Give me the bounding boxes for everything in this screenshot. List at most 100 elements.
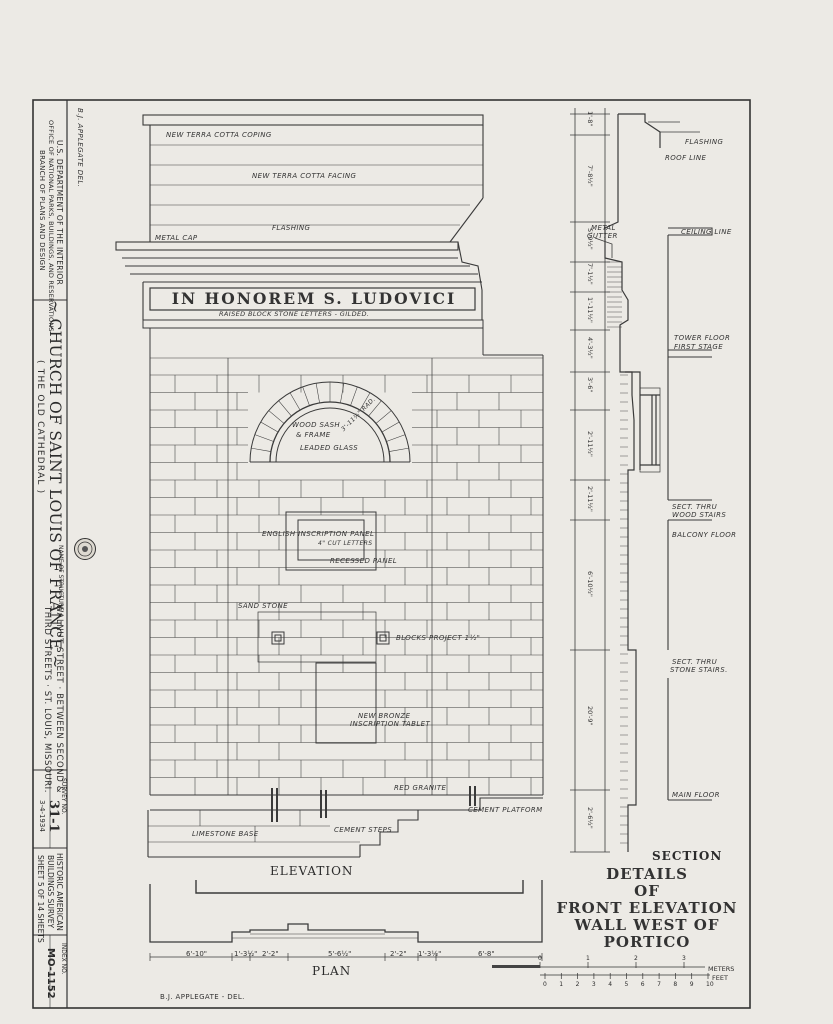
scale-feet-label: FEET bbox=[712, 974, 728, 982]
granite-and-limestone-base bbox=[147, 786, 543, 858]
note-cement-platform: CEMENT PLATFORM bbox=[468, 806, 543, 814]
delineator-bottom: B.J. APPLEGATE - DEL. bbox=[160, 993, 245, 1001]
note-bronze-1: NEW BRONZE bbox=[358, 712, 411, 720]
scale-foot-label: 6 bbox=[640, 981, 645, 988]
section-stone-stairs-2: STONE STAIRS. bbox=[670, 666, 728, 674]
plan-dim-4: 5'-6½" bbox=[328, 950, 352, 958]
arch-voussoir bbox=[350, 386, 358, 406]
note-limestone-base: LIMESTONE BASE bbox=[192, 830, 259, 838]
section-roof-line: ROOF LINE bbox=[665, 154, 707, 162]
habs-seal bbox=[74, 538, 96, 560]
scale-foot-label: 7 bbox=[657, 981, 661, 988]
english-inscription-panel bbox=[285, 511, 377, 571]
scale-meter-label: 1 bbox=[586, 955, 590, 962]
arch-voussoir bbox=[375, 410, 392, 424]
note-cut-letters: 4" CUT LETTERS bbox=[318, 540, 373, 547]
plan-dim-5: 2'-2" bbox=[390, 950, 407, 958]
arch-voussoir bbox=[315, 383, 320, 403]
section-wood-stairs-1: SECT. THRU bbox=[672, 503, 718, 511]
section-metal-gutter-1: METAL bbox=[591, 224, 616, 232]
section-wood-stairs-2: WOOD STAIRS bbox=[672, 511, 727, 519]
scale-foot-label: 5 bbox=[624, 981, 629, 988]
arch-voussoir bbox=[386, 434, 406, 442]
note-english-panel: ENGLISH INSCRIPTION PANEL bbox=[262, 530, 375, 538]
inscription-text: IN HONOREM S. LUDOVICI bbox=[171, 289, 457, 308]
section-wall-profile bbox=[604, 113, 700, 852]
note-red-granite: RED GRANITE bbox=[394, 784, 447, 792]
arch-voussoir bbox=[260, 421, 279, 433]
terra-cotta-coping bbox=[142, 114, 484, 243]
scale-foot-label: 1 bbox=[559, 981, 564, 988]
arch-voussoir bbox=[381, 421, 400, 433]
scale-foot-label: 0 bbox=[543, 981, 547, 988]
note-blocks-project: BLOCKS PROJECT 1½" bbox=[396, 634, 481, 642]
note-recessed-panel: RECESSED PANEL bbox=[330, 557, 398, 565]
sheet-title-line-3: FRONT ELEVATION bbox=[556, 899, 738, 917]
plan-dim-1: 6'-10" bbox=[186, 950, 208, 958]
note-sand-stone: SAND STONE bbox=[238, 602, 288, 610]
section-main-floor: MAIN FLOOR bbox=[672, 791, 720, 799]
note-cement-steps: CEMENT STEPS bbox=[334, 826, 393, 834]
scale-meter-label: 3 bbox=[682, 955, 686, 962]
note-frame: & FRAME bbox=[296, 431, 331, 439]
plan-dim-2: 1'-3½" bbox=[234, 950, 258, 958]
arch-voussoir bbox=[302, 386, 310, 406]
arch-voussoir bbox=[368, 400, 382, 417]
elevation-caption: ELEVATION bbox=[270, 864, 354, 878]
section-caption: SECTION bbox=[652, 849, 723, 863]
arch-voussoir bbox=[278, 400, 292, 417]
arch-voussoir bbox=[251, 447, 271, 452]
inscription-panel bbox=[149, 287, 476, 311]
ashlar-wall bbox=[149, 328, 544, 795]
arch-voussoir bbox=[389, 447, 409, 452]
plan-dim-6: 1'-3½" bbox=[418, 950, 442, 958]
sheet-title: DETAILS OF FRONT ELEVATION WALL WEST OF … bbox=[552, 866, 742, 951]
note-coping: NEW TERRA COTTA COPING bbox=[166, 131, 272, 139]
note-bronze-2: INSCRIPTION TABLET bbox=[350, 720, 431, 728]
scale-foot-label: 8 bbox=[673, 981, 678, 988]
note-metal-cap: METAL CAP bbox=[155, 234, 198, 242]
projecting-blocks bbox=[271, 631, 390, 645]
section-tower-2: FIRST STAGE bbox=[674, 343, 724, 351]
note-facing: NEW TERRA COTTA FACING bbox=[252, 172, 357, 180]
plan-dim-3: 2'-2" bbox=[262, 950, 279, 958]
arch-voussoir bbox=[268, 410, 285, 424]
plan-dim-7: 6'-8" bbox=[478, 950, 495, 958]
arch-voussoirs bbox=[250, 382, 410, 463]
sheet-title-line-5: PORTICO bbox=[603, 933, 691, 951]
floor-lines bbox=[667, 227, 713, 801]
sheet-title-line-2: OF bbox=[634, 882, 660, 900]
note-letters: RAISED BLOCK STONE LETTERS - GILDED. bbox=[219, 310, 370, 318]
cornice bbox=[115, 241, 483, 320]
scale-foot-label: 10 bbox=[706, 981, 714, 988]
note-flashing: FLASHING bbox=[272, 224, 311, 232]
scale-foot-label: 3 bbox=[591, 981, 596, 988]
arch-voussoir bbox=[359, 392, 371, 411]
sheet-title-line-1: DETAILS bbox=[606, 865, 688, 883]
sheet-title-line-4: WALL WEST OF bbox=[574, 916, 720, 934]
bronze-tablet bbox=[315, 662, 377, 744]
section-stone-stairs-1: SECT. THRU bbox=[672, 658, 718, 666]
section-tower-1: TOWER FLOOR bbox=[674, 334, 731, 342]
scale-meter-label: 0 bbox=[538, 955, 542, 962]
section-metal-gutter-2: GUTTER bbox=[587, 232, 618, 240]
note-leaded-glass: LEADED GLASS bbox=[300, 444, 359, 452]
section-ceiling-line: CEILING LINE bbox=[681, 228, 732, 236]
section-flashing: FLASHING bbox=[685, 138, 724, 146]
plan-caption: PLAN bbox=[312, 964, 352, 978]
scale-meter-label: 2 bbox=[634, 955, 638, 962]
scale-foot-label: 2 bbox=[575, 981, 580, 988]
vertical-dimension-line bbox=[570, 108, 610, 853]
note-wood-sash: WOOD SASH bbox=[292, 421, 341, 429]
section-balcony-floor: BALCONY FLOOR bbox=[672, 531, 737, 539]
arch-voussoir bbox=[340, 383, 345, 403]
scale-foot-label: 9 bbox=[689, 981, 694, 988]
scale-meters-label: METERS bbox=[708, 965, 735, 973]
arch-voussoir bbox=[289, 392, 301, 411]
stone-courses bbox=[150, 357, 543, 795]
